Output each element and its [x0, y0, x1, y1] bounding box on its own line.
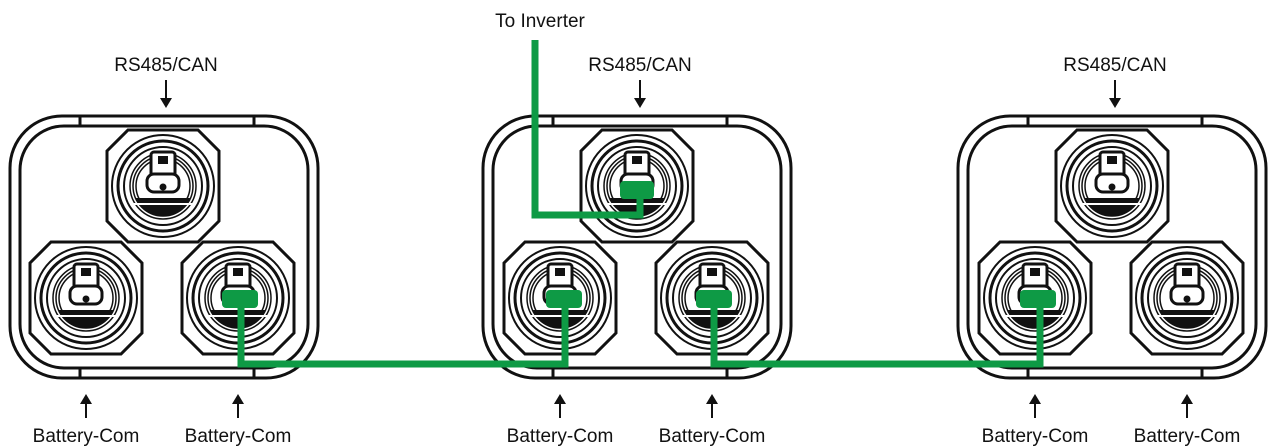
battery-com-port-3b: [1129, 240, 1245, 356]
link-cable-1-2: [237, 300, 569, 368]
to-inverter-label: To Inverter: [495, 11, 585, 32]
communication-cables: [222, 40, 1056, 368]
battery-com-port-1a: [28, 240, 144, 356]
battery-module-1: [8, 114, 320, 380]
plug-com-3a: [1020, 290, 1056, 308]
battery-com-label-2b: Battery-Com: [659, 426, 766, 447]
battery-module-2: [481, 114, 793, 380]
battery-com-label-3a: Battery-Com: [982, 426, 1089, 447]
battery-module-3: [956, 114, 1268, 380]
rs485-can-label-3: RS485/CAN: [1063, 55, 1167, 76]
plug-com-1b: [222, 290, 258, 308]
plug-com-2b: [696, 290, 732, 308]
rs485-can-label-2: RS485/CAN: [588, 55, 692, 76]
battery-com-label-3b: Battery-Com: [1134, 426, 1241, 447]
rs485-can-port-3: [1054, 128, 1170, 244]
inverter-cable: [531, 40, 644, 219]
arrows: [80, 80, 1193, 418]
rs485-can-label-1: RS485/CAN: [114, 55, 218, 76]
plug-rs485-2: [620, 181, 654, 199]
plug-com-2a: [546, 290, 582, 308]
rs485-can-port-1: [105, 128, 221, 244]
battery-com-label-2a: Battery-Com: [507, 426, 614, 447]
battery-com-label-1b: Battery-Com: [185, 426, 292, 447]
link-cable-2-3: [710, 300, 1044, 368]
battery-com-label-1a: Battery-Com: [33, 426, 140, 447]
